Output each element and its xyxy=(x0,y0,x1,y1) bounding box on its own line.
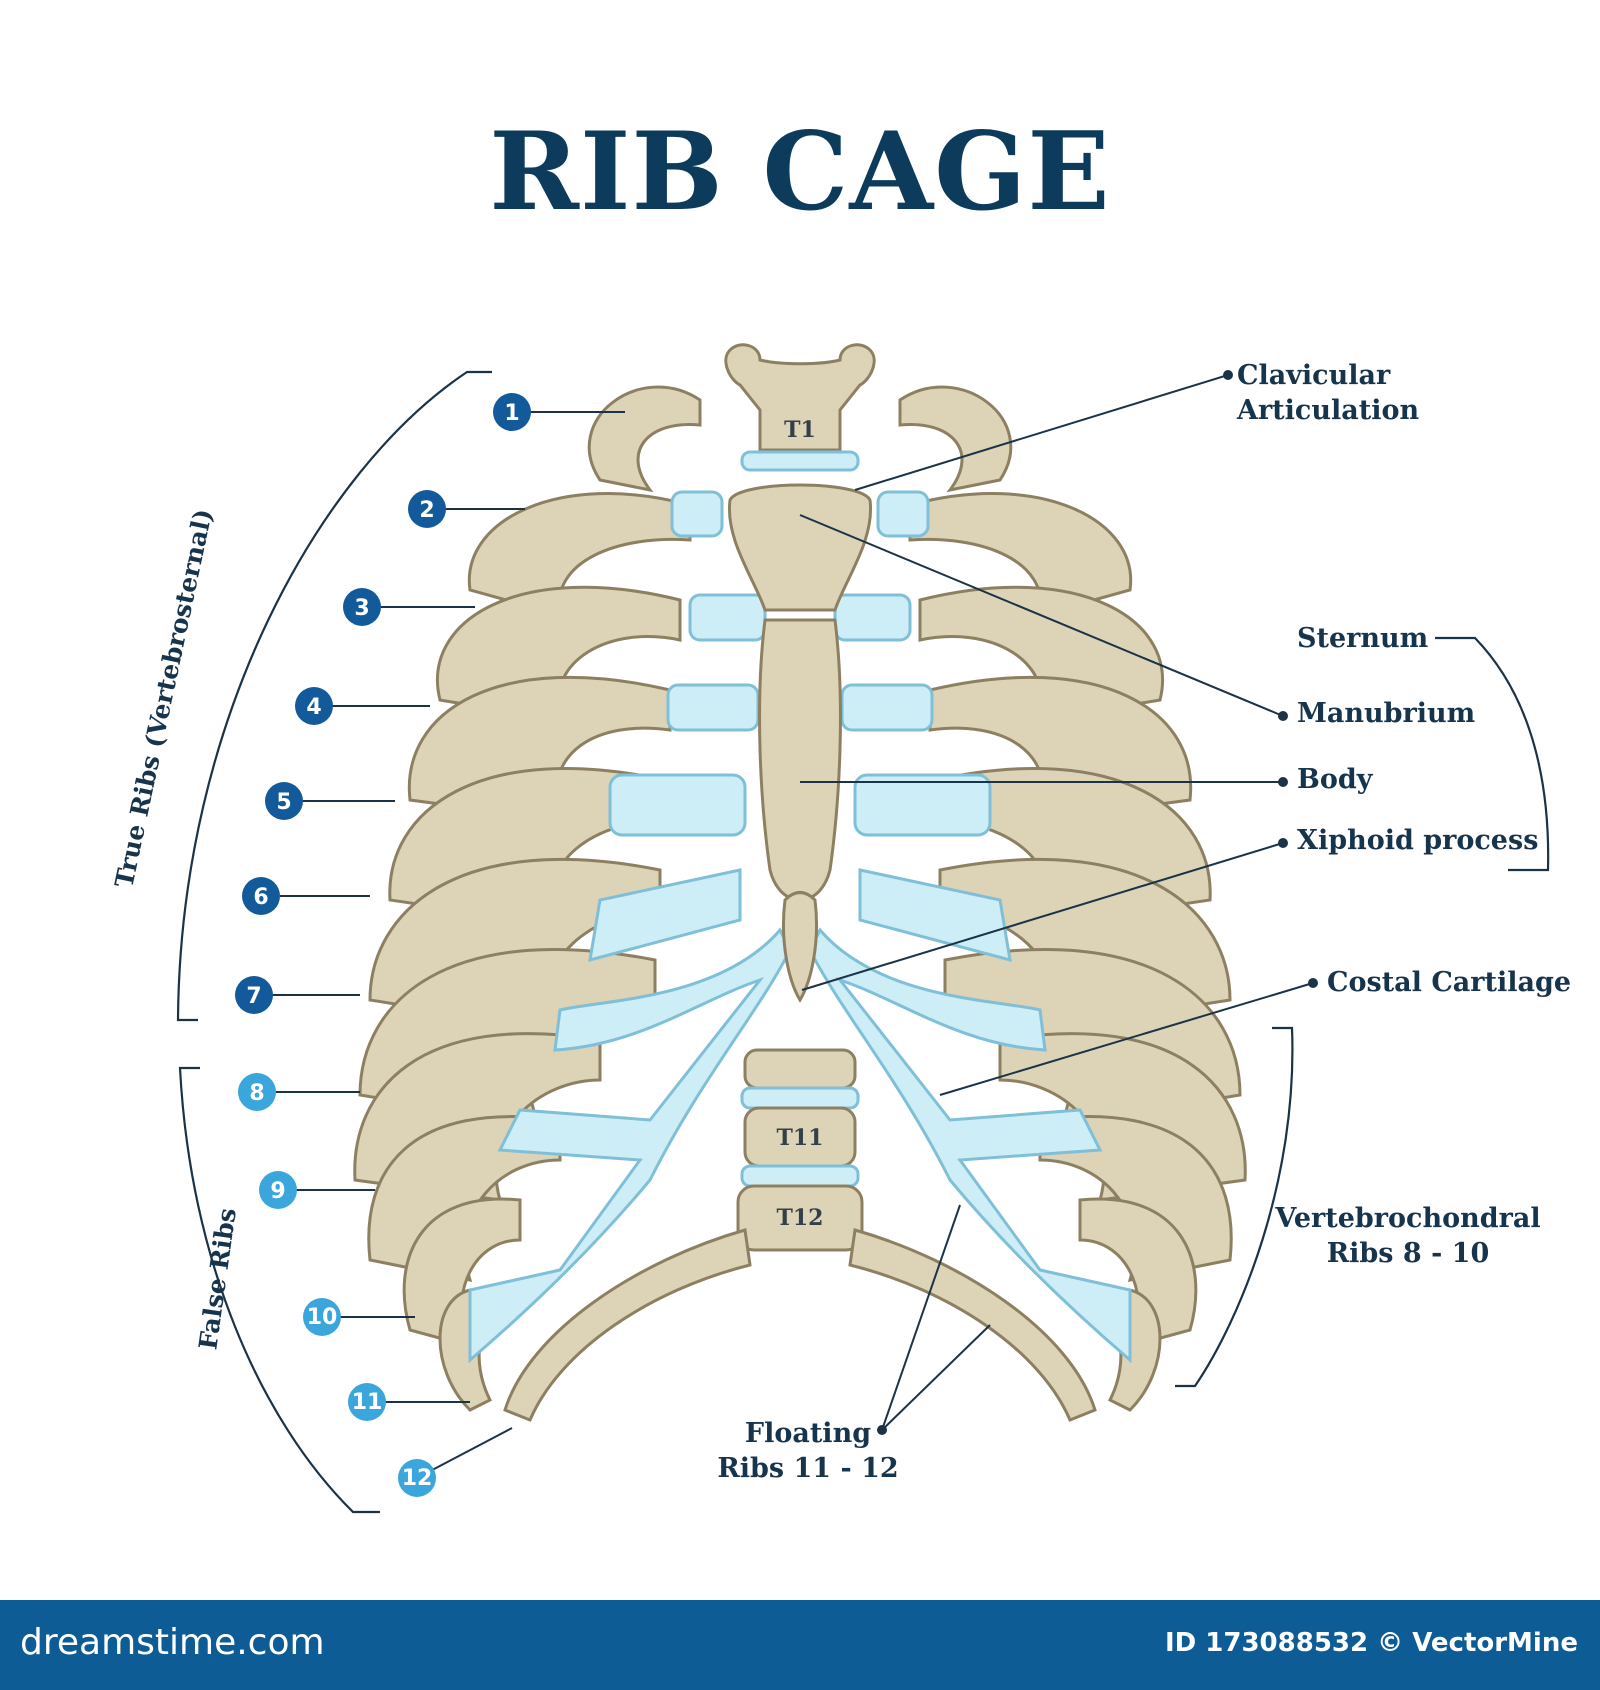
sternum-bone xyxy=(727,483,873,1003)
rib-marker-5: 5 xyxy=(265,782,303,820)
rib-cage-diagram: T1 T11 T12 xyxy=(109,343,1571,1514)
footer-credit: ID 173088532 © VectorMine xyxy=(1164,1628,1578,1658)
vertebrochondral-bracket xyxy=(1175,1026,1294,1388)
costal-cartilage-label: Costal Cartilage xyxy=(1327,967,1571,998)
rib-marker-4: 4 xyxy=(295,687,333,725)
right-ribs xyxy=(898,385,1247,1412)
rib-number-3: 3 xyxy=(354,596,369,621)
left-ribs xyxy=(353,385,702,1412)
rib-marker-1: 1 xyxy=(493,393,531,431)
true-ribs-bracket xyxy=(176,370,492,1022)
false-ribs-label: False Ribs xyxy=(193,1206,242,1351)
rib-number-7: 7 xyxy=(246,984,261,1009)
rib-marker-9: 9 xyxy=(259,1171,297,1209)
rib-marker-2: 2 xyxy=(408,490,446,528)
rib-number-6: 6 xyxy=(253,885,268,910)
clavicular-label-line1: Clavicular xyxy=(1237,360,1391,391)
sternum-bracket xyxy=(1435,636,1550,872)
rib-number-12: 12 xyxy=(402,1466,433,1491)
rib-marker-6: 6 xyxy=(242,877,280,915)
page-title: RIB CAGE xyxy=(489,109,1111,235)
rib-marker-7: 7 xyxy=(235,976,273,1014)
leader-lines xyxy=(270,374,1314,1479)
rib-number-9: 9 xyxy=(270,1179,285,1204)
body-label: Body xyxy=(1297,764,1374,795)
floating-ribs-label-line1: Floating xyxy=(745,1418,871,1449)
rib-marker-11: 11 xyxy=(348,1383,386,1421)
footer-bar: dreamstime.com ID 173088532 © VectorMine xyxy=(0,1600,1600,1690)
clavicular-label-line2: Articulation xyxy=(1236,395,1419,426)
floating-ribs-label-line2: Ribs 11 - 12 xyxy=(717,1453,898,1484)
bracket-lines xyxy=(176,370,1550,1514)
rib-number-11: 11 xyxy=(352,1390,383,1415)
vertebrae xyxy=(724,343,876,1252)
rib-cage-illustration: T1 T11 T12 xyxy=(353,343,1247,1422)
rib-number-10: 10 xyxy=(307,1305,338,1330)
true-ribs-label: True Ribs (Vertebrosternal) xyxy=(109,506,218,890)
rib-markers: 1 2 3 4 5 6 7 8 9 10 11 12 xyxy=(235,393,531,1497)
rib-marker-10: 10 xyxy=(303,1298,341,1336)
rib-number-5: 5 xyxy=(276,790,291,815)
vertebrochondral-label-line2: Ribs 8 - 10 xyxy=(1327,1238,1490,1269)
rib-number-8: 8 xyxy=(249,1081,264,1106)
rib-number-1: 1 xyxy=(504,401,519,426)
sternum-label: Sternum xyxy=(1297,623,1428,654)
rib-marker-3: 3 xyxy=(343,588,381,626)
costal-cartilage-shapes xyxy=(468,490,1132,1364)
footer-brand[interactable]: dreamstime.com xyxy=(20,1622,325,1663)
vertebrochondral-label-line1: Vertebrochondral xyxy=(1274,1203,1540,1234)
vertebra-t1-label: T1 xyxy=(784,417,816,443)
rib-marker-12: 12 xyxy=(398,1459,436,1497)
manubrium-label: Manubrium xyxy=(1297,698,1475,729)
floating-ribs xyxy=(503,1228,1097,1422)
leader-dots xyxy=(877,370,1318,1435)
false-ribs-bracket xyxy=(178,1066,380,1514)
rib-marker-8: 8 xyxy=(238,1073,276,1111)
vertebra-t11-label: T11 xyxy=(777,1125,824,1151)
xiphoid-process-label: Xiphoid process xyxy=(1297,825,1538,856)
vertebra-t12-label: T12 xyxy=(777,1205,824,1231)
rib-number-2: 2 xyxy=(419,498,434,523)
rib-number-4: 4 xyxy=(306,695,321,720)
